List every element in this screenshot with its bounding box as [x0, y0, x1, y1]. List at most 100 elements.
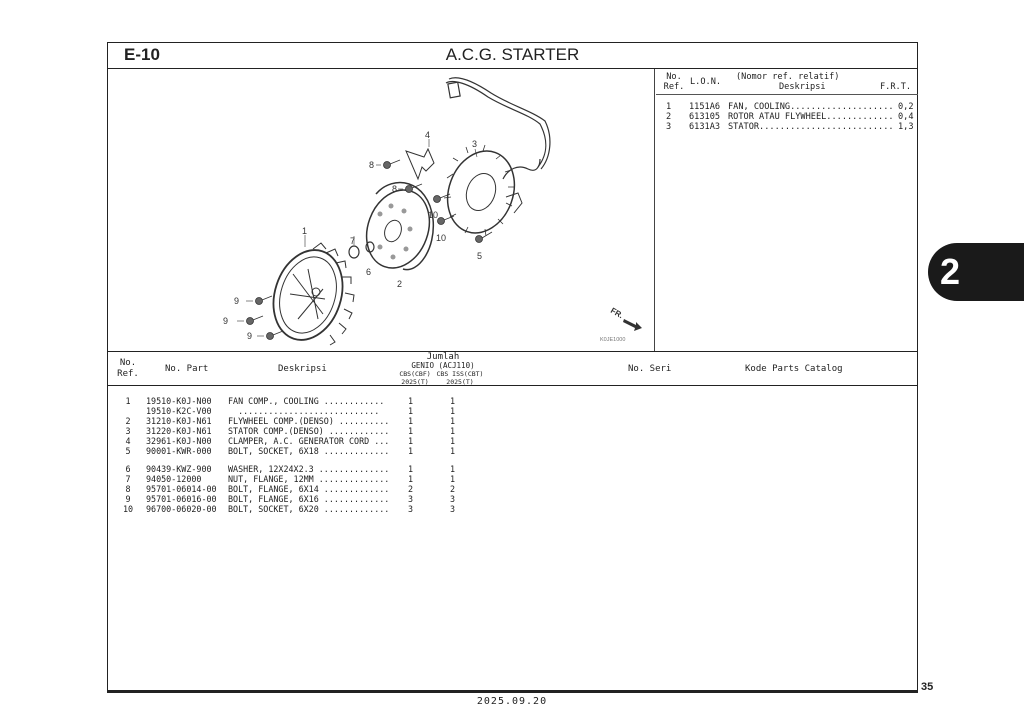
- col-ref-2: Ref.: [117, 369, 139, 379]
- lon-col-ref-1: No.: [666, 72, 682, 82]
- cell-q1: 3: [408, 494, 414, 504]
- cell-part: 31210-K0J-N61: [146, 416, 212, 426]
- page-frame: E-10 A.C.G. STARTER: [107, 42, 918, 693]
- cell-q1: 1: [408, 396, 414, 406]
- cell-ref: 7: [125, 474, 131, 484]
- cell-q2: 1: [450, 474, 456, 484]
- parts-row: 8 95701-06014-00 BOLT, FLANGE, 6X14 ......…: [108, 484, 917, 494]
- callout-9c: 9: [247, 331, 252, 341]
- parts-row: 7 94050-12000 NUT, FLANGE, 12MM ..........…: [108, 474, 917, 484]
- col-serial: No. Seri: [628, 364, 672, 374]
- cell-part: 31220-K0J-N61: [146, 426, 212, 436]
- cell-q1: 1: [408, 416, 414, 426]
- cell-part: 96700-06020-00: [146, 504, 217, 514]
- cell-q1: 1: [408, 474, 414, 484]
- cell-ref: 6: [125, 464, 131, 474]
- callout-9a: 9: [234, 296, 239, 306]
- front-direction-label: FR.: [609, 306, 625, 320]
- cooling-fan: [272, 242, 355, 346]
- col-part: No. Part: [165, 364, 209, 374]
- exploded-diagram: 1 2 3 4 5 6 7 8 8 9 9 9 10 10 FR. K0JE10…: [108, 69, 655, 351]
- cell-desc: BOLT, SOCKET, 6X18 .............: [228, 446, 390, 456]
- callout-9b: 9: [223, 316, 228, 326]
- cell-desc: BOLT, SOCKET, 6X20 .............: [228, 504, 390, 514]
- cell-part: 19510-K0J-N00: [146, 396, 212, 406]
- nut: [348, 245, 360, 259]
- callout-labels: 1 2 3 4 5 6 7 8 8 9 9 9 10 10 FR. K0JE10…: [223, 130, 642, 343]
- callout-8a: 8: [369, 160, 374, 170]
- col-ref-1: No.: [119, 358, 137, 368]
- title-bar: E-10 A.C.G. STARTER: [108, 43, 917, 69]
- col-variant-1-year: 2025(T): [401, 378, 429, 386]
- cell-desc: WASHER, 12X24X2.3 ..............: [228, 464, 390, 474]
- cell-part: 94050-12000: [146, 474, 202, 484]
- col-variant-2-year: 2025(T): [446, 378, 474, 386]
- page-number: 35: [921, 681, 934, 693]
- washer: [365, 241, 375, 253]
- stator: [443, 144, 523, 237]
- cell-part: 90439-KWZ-900: [146, 464, 212, 474]
- parts-table-header: No. Ref. No. Part Deskripsi Jumlah GENIO…: [108, 351, 917, 386]
- clamper: [405, 147, 435, 181]
- parts-row: 10 96700-06020-00 BOLT, SOCKET, 6X20 .....…: [108, 504, 917, 514]
- leader-lines: [237, 139, 478, 337]
- page-code: E-10: [124, 45, 160, 64]
- callout-1: 1: [302, 226, 307, 236]
- cell-ref: 2: [125, 416, 131, 426]
- cell-q2: 3: [450, 504, 456, 514]
- cell-desc: CLAMPER, A.C. GENERATOR CORD ...: [228, 436, 390, 446]
- figure-code: K0JE1000: [600, 337, 625, 343]
- cell-ref: 9: [125, 494, 131, 504]
- cell-q1: 1: [408, 436, 414, 446]
- cell-q2: 1: [450, 464, 456, 474]
- cell-q2: 1: [450, 426, 456, 436]
- cell-q1: 1: [408, 464, 414, 474]
- lon-header-divider: [656, 94, 918, 95]
- parts-row: 9 95701-06016-00 BOLT, FLANGE, 6X16 ......…: [108, 494, 917, 504]
- page-title: A.C.G. STARTER: [445, 45, 580, 64]
- cell-desc: FAN COMP., COOLING ............: [228, 396, 385, 406]
- cell-q2: 1: [450, 446, 456, 456]
- cell-desc: BOLT, FLANGE, 6X14 .............: [228, 484, 390, 494]
- cell-q1: 2: [408, 484, 414, 494]
- col-qty: Jumlah: [426, 352, 460, 362]
- cell-q2: 1: [450, 436, 456, 446]
- callout-8b: 8: [392, 184, 397, 194]
- callout-6: 6: [366, 267, 371, 277]
- col-variant-2: CBS ISS(CBT): [436, 370, 484, 378]
- callout-2: 2: [397, 279, 402, 289]
- col-model: GENIO (ACJ110): [411, 361, 475, 370]
- callout-4: 4: [425, 130, 430, 140]
- wire-harness: [445, 77, 551, 180]
- cell-part: 95701-06016-00: [146, 494, 217, 504]
- parts-row: 1 19510-K0J-N00 FAN COMP., COOLING .......…: [108, 396, 917, 406]
- cell-q2: 2: [450, 484, 456, 494]
- footer-date: 2025.09.20: [476, 696, 548, 707]
- cell-part: 19510-K2C-V00: [146, 406, 212, 416]
- cell-q1: 1: [408, 446, 414, 456]
- cell-q1: 3: [408, 504, 414, 514]
- cell-q1: 1: [408, 406, 414, 416]
- callout-7: 7: [350, 236, 355, 246]
- col-desc: Deskripsi: [278, 364, 327, 374]
- flywheel: [365, 181, 435, 271]
- cell-part: 95701-06014-00: [146, 484, 217, 494]
- bolts: [246, 159, 493, 340]
- cell-ref: 8: [125, 484, 131, 494]
- cell-desc: BOLT, FLANGE, 6X16 .............: [228, 494, 390, 504]
- lon-col-frt: F.R.T.: [880, 82, 912, 92]
- cell-desc: NUT, FLANGE, 12MM ..............: [228, 474, 390, 484]
- cell-ref: 1: [125, 396, 131, 406]
- section-tab: 2: [928, 243, 1024, 301]
- cell-desc: ............................: [228, 406, 380, 416]
- cell-q2: 1: [450, 406, 456, 416]
- cell-ref: 10: [122, 504, 134, 514]
- cell-ref: 5: [125, 446, 131, 456]
- parts-row: 19510-K2C-V00 ..........................…: [108, 406, 917, 416]
- cell-q2: 1: [450, 396, 456, 406]
